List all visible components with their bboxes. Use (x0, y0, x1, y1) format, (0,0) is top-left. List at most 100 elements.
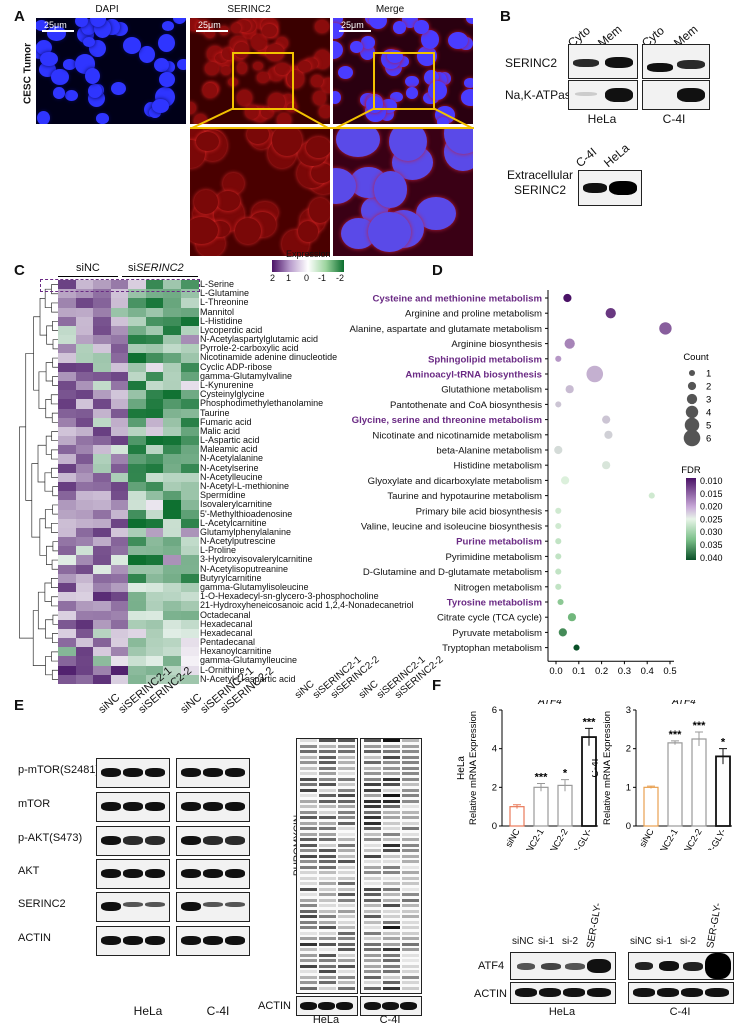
e-puro-smear (300, 750, 317, 753)
e-puro-smear (364, 970, 381, 973)
pathway-dot (555, 553, 562, 560)
heatmap-cell (93, 647, 111, 657)
heatmap-cell (180, 647, 199, 657)
cell-nucleus (258, 45, 270, 55)
e-puro-smear (338, 755, 355, 759)
cell-nucleus (277, 113, 291, 124)
cell-nucleus (402, 18, 418, 29)
heatmap-cell (93, 316, 111, 327)
e-puro-smear (402, 772, 419, 775)
pathway-dot (564, 338, 575, 349)
e-puro-smear (383, 838, 400, 841)
e-puro-smear (402, 810, 419, 814)
heatmap-cell (163, 417, 181, 428)
merge-label: Merge (375, 4, 405, 15)
heatmap-cell (93, 325, 111, 336)
f-bar (557, 784, 573, 827)
b-cell-hela: HeLa (587, 112, 617, 126)
metabolite-label: L-Acetylcarnitine (200, 517, 267, 528)
c-group-line-2 (122, 276, 198, 277)
metabolite-label: Mannitol (200, 306, 235, 317)
heatmap-cell (58, 610, 76, 621)
f-blot-lane-hela: si-2 (562, 936, 579, 947)
e-puro-smear (300, 805, 317, 808)
e-blot-cell (96, 926, 170, 956)
e-puro-smear (338, 750, 355, 753)
heatmap-cell (58, 546, 76, 556)
heatmap-cell (75, 454, 94, 465)
heatmap-cell (128, 656, 146, 667)
e-puro-smear (402, 816, 419, 819)
e-puro-smear (383, 766, 400, 770)
heatmap-cell (128, 390, 146, 400)
heatmap-cell (110, 325, 129, 336)
heatmap-cell (93, 417, 111, 428)
e-puro-smear (338, 915, 355, 918)
e-puro-smear (300, 904, 317, 907)
cell-nucleus (223, 173, 244, 195)
scale-bar-merge (339, 30, 371, 32)
metabolite-label: 3-Hydroxyisovalerylcarnitine (200, 554, 313, 565)
e-puro-smear (383, 744, 400, 748)
heatmap-cell (75, 298, 94, 309)
b-blot-extracellular (578, 170, 642, 206)
e-blot-cell (96, 758, 170, 788)
heatmap-cell (163, 573, 181, 584)
heatmap-cell (75, 307, 94, 318)
pathway-dot (648, 492, 655, 499)
dendrogram-branch (25, 353, 34, 501)
e-puro-smear (364, 755, 381, 759)
cell-nucleus (262, 23, 277, 38)
e-puro-smear (402, 931, 419, 935)
e-puro-smear (364, 898, 381, 902)
heatmap-cell (163, 436, 181, 446)
e-puro-smear (383, 805, 400, 808)
e-puro-smear (364, 772, 381, 775)
pathway-label: Nicotinate and nicotinamide metabolism (372, 430, 542, 441)
e-puro-smear (300, 865, 317, 869)
heatmap-cell (110, 316, 129, 327)
e-puro-actin-label: ACTIN (258, 1000, 291, 1012)
d-count-legend-label: 4 (706, 408, 711, 419)
e-puro-smear (364, 799, 381, 803)
d-fdr-legend-label: 0.035 (700, 540, 723, 550)
heatmap-cell (93, 353, 111, 364)
b-ext-col-c4i: C-4I (573, 144, 600, 170)
f-blot-lane-c4i: SER-GLY- (705, 902, 724, 949)
d-fdr-legend-label: 0.020 (700, 502, 723, 512)
heatmap-cell (75, 335, 94, 345)
cell-nucleus (333, 168, 357, 204)
f-y-tick-label: 1 (626, 782, 631, 793)
e-puro-smear (364, 920, 381, 924)
e-puro-smear (338, 887, 355, 891)
cell-nucleus (172, 18, 186, 25)
heatmap-cell (145, 665, 164, 676)
heatmap-cell (145, 482, 164, 492)
heatmap-cell (110, 518, 129, 529)
e-puro-smear (300, 744, 317, 748)
e-puro-smear (402, 964, 419, 968)
heatmap-cell (75, 445, 94, 455)
e-blot-cell (176, 926, 250, 956)
heatmap-cell (75, 509, 94, 520)
metabolite-label: Lycoperdic acid (200, 324, 263, 335)
e-puro-smear (383, 865, 400, 869)
heatmap-cell (163, 610, 181, 621)
e-puro-smear (300, 832, 317, 836)
heatmap-cell (128, 344, 146, 354)
e-puro-smear (300, 816, 317, 819)
d-count-legend-dot (688, 369, 696, 377)
e-puro-smear (402, 915, 419, 918)
e-puro-smear (338, 959, 355, 962)
e-puro-smear (383, 887, 400, 891)
e-puro-smear (300, 964, 317, 968)
e-puro-smear (383, 959, 400, 962)
heatmap-cell (93, 445, 111, 455)
heatmap-cell (180, 472, 199, 483)
e-puro-smear (338, 865, 355, 869)
heatmap-cell (128, 316, 146, 327)
f-y-axis-label: Relative mRNA Expression (602, 711, 613, 825)
e-puro-smear (364, 827, 381, 830)
e-puro-smear (338, 838, 355, 841)
e-puro-smear (364, 893, 381, 896)
